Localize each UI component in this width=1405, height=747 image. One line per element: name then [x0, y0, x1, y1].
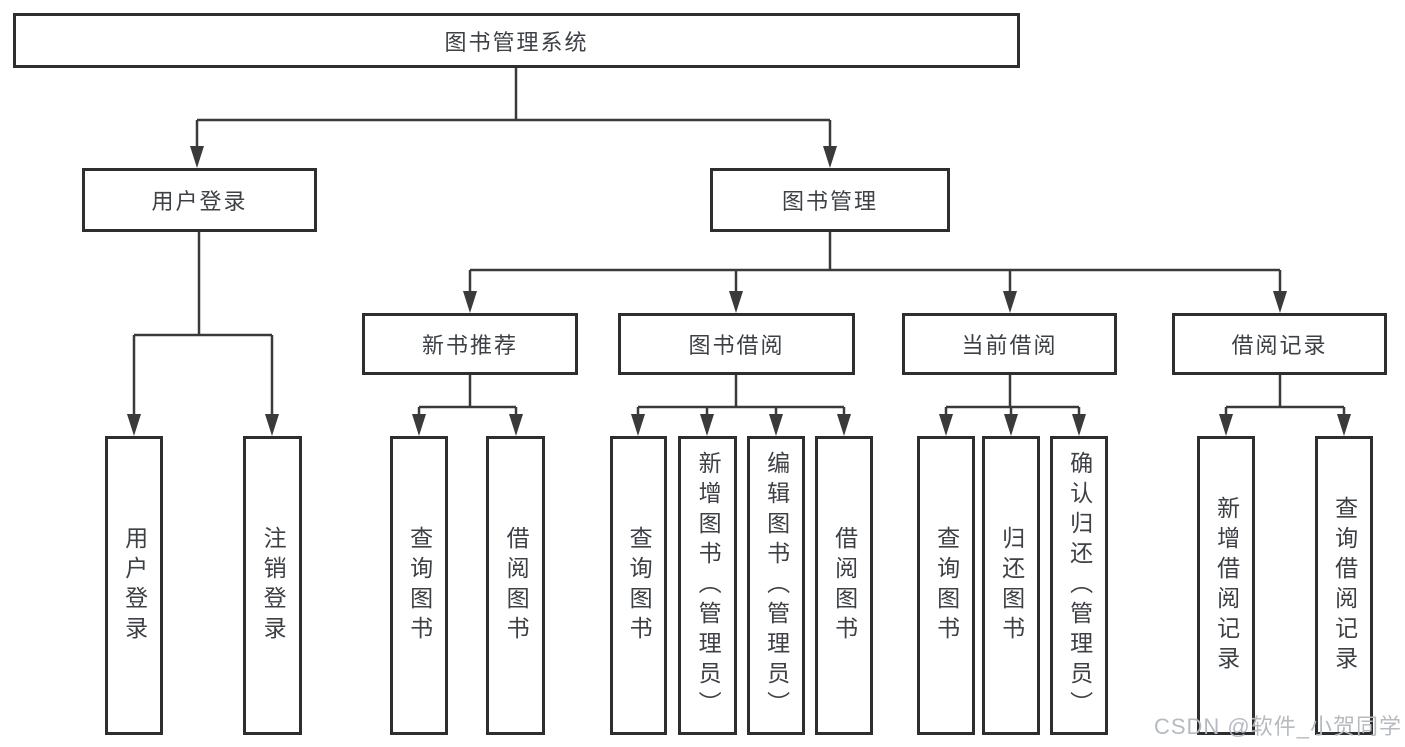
node-leaf-return-book: 归还图书	[982, 436, 1040, 735]
node-library-system: 图书管理系统	[13, 13, 1020, 68]
node-leaf-query-borrow-record-label: 查询借阅记录	[1331, 495, 1358, 676]
node-user-login: 用户登录	[82, 168, 317, 232]
node-leaf-borrow-book-2: 借阅图书	[815, 436, 873, 735]
node-leaf-borrow-book-1: 借阅图书	[486, 436, 545, 735]
node-leaf-logout-label: 注销登录	[260, 525, 287, 646]
node-new-book-recommend-label: 新书推荐	[421, 333, 518, 358]
node-leaf-query-book-3-label: 查询图书	[933, 525, 960, 646]
node-leaf-query-book-1-label: 查询图书	[406, 525, 433, 646]
csdn-watermark: CSDN @软件_小贺同学	[1153, 714, 1402, 739]
node-leaf-query-book-2: 查询图书	[610, 436, 667, 735]
branch-current-borrow	[939, 375, 1086, 436]
node-leaf-add-borrow-record: 新增借阅记录	[1197, 436, 1255, 735]
node-user-login-label: 用户登录	[151, 189, 248, 214]
node-leaf-user-login: 用户登录	[105, 436, 163, 735]
node-leaf-borrow-book-1-label: 借阅图书	[503, 525, 530, 646]
node-borrow-records-label: 借阅记录	[1231, 333, 1328, 358]
node-leaf-borrow-book-2-label: 借阅图书	[831, 525, 858, 646]
branch-book-borrow	[631, 375, 851, 436]
node-leaf-edit-book-admin-label: 编辑图书（管理员）	[763, 450, 790, 721]
node-leaf-add-book-admin-label: 新增图书（管理员）	[695, 450, 722, 721]
node-current-borrow-label: 当前借阅	[961, 333, 1058, 358]
node-leaf-edit-book-admin: 编辑图书（管理员）	[747, 436, 805, 735]
node-book-borrow: 图书借阅	[618, 313, 855, 375]
node-leaf-confirm-return-admin-label: 确认归还（管理员）	[1066, 450, 1093, 721]
node-library-system-label: 图书管理系统	[444, 29, 589, 55]
node-leaf-query-book-1: 查询图书	[390, 436, 448, 735]
node-leaf-logout: 注销登录	[243, 436, 302, 735]
node-leaf-query-borrow-record: 查询借阅记录	[1315, 436, 1373, 735]
node-leaf-return-book-label: 归还图书	[998, 525, 1025, 646]
branch-borrow-records	[1219, 375, 1351, 436]
node-book-management: 图书管理	[710, 168, 950, 232]
node-book-management-label: 图书管理	[781, 189, 878, 214]
branch-root	[190, 68, 837, 168]
node-current-borrow: 当前借阅	[902, 313, 1117, 375]
node-leaf-add-borrow-record-label: 新增借阅记录	[1213, 495, 1240, 676]
node-leaf-add-book-admin: 新增图书（管理员）	[678, 436, 737, 735]
branch-new-book-rec	[412, 375, 523, 436]
node-leaf-confirm-return-admin: 确认归还（管理员）	[1050, 436, 1108, 735]
node-book-borrow-label: 图书借阅	[688, 333, 785, 358]
node-leaf-user-login-label: 用户登录	[121, 525, 148, 646]
node-leaf-query-book-2-label: 查询图书	[626, 525, 653, 646]
node-borrow-records: 借阅记录	[1172, 313, 1387, 375]
branch-book-mgmt	[463, 232, 1287, 313]
node-new-book-recommend: 新书推荐	[362, 313, 578, 375]
node-leaf-query-book-3: 查询图书	[917, 436, 975, 735]
branch-user-login	[127, 232, 279, 436]
